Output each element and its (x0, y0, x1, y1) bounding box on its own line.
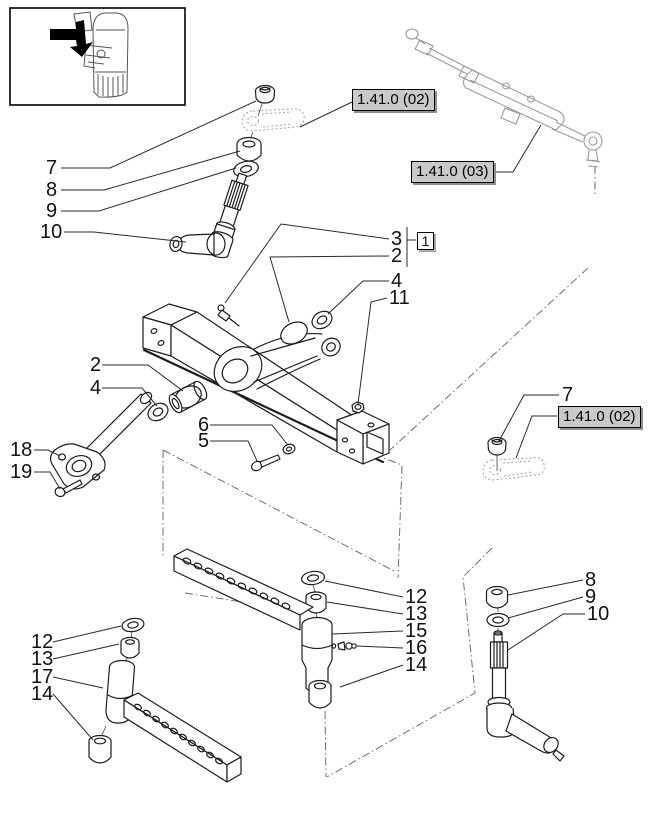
callout-17: 17 (31, 666, 54, 688)
callout-13-left: 13 (31, 648, 54, 670)
bushing-14-right-drawing (308, 679, 332, 709)
callout-8-bottom: 8 (585, 569, 597, 591)
callout-9-top: 9 (46, 200, 58, 222)
bushing-8-drawing (236, 136, 262, 162)
callout-15: 15 (405, 620, 428, 642)
axle-housing-drawing (142, 303, 390, 465)
pivot-pin-18-drawing (49, 391, 153, 490)
bushing-13-left-drawing (120, 636, 140, 659)
bushing-13-right-drawing (305, 591, 327, 614)
tie-rod-arm-ghost-right (482, 457, 545, 481)
arm-15-drawing (173, 548, 337, 695)
callout-13-right: 13 (405, 603, 428, 625)
construction-lines (162, 166, 596, 778)
callout-6: 6 (198, 414, 210, 436)
cap-nut-7-drawing (254, 84, 276, 104)
callout-18: 18 (10, 439, 33, 461)
callout-11: 11 (389, 287, 410, 309)
callout-3: 3 (391, 228, 403, 250)
item1-bracket (406, 227, 416, 267)
callout-19: 19 (10, 461, 33, 483)
thumbnail-drawing (9, 7, 186, 106)
tractor-front-sketch (73, 11, 129, 98)
item-box-1: 1 (417, 232, 434, 250)
callout-7-right: 7 (562, 384, 574, 406)
callout-2-center: 2 (391, 245, 403, 267)
extension-arm-right-drawing (173, 548, 357, 709)
ref-link-1410-03[interactable]: 1.41.0 (03) (411, 161, 494, 183)
washer-12-left-drawing (121, 617, 145, 633)
tie-rod-arm-ghost-top (241, 108, 305, 132)
callout-8-top: 8 (46, 179, 58, 201)
bushing-2-washer-4-upper-drawing (280, 310, 333, 345)
callout-5: 5 (198, 430, 210, 452)
callout-2-left: 2 (90, 354, 102, 376)
callout-10-top: 10 (40, 221, 63, 243)
grease-fitting-16-drawing (337, 641, 357, 651)
extension-arm-left-drawing (88, 617, 242, 783)
locator-arrow (50, 20, 93, 57)
callout-10-bottom: 10 (587, 603, 610, 625)
spindle-10-drawing (169, 172, 249, 259)
ref-link-1410-02-right[interactable]: 1.41.0 (02) (558, 406, 641, 428)
callout-4-left: 4 (90, 377, 102, 399)
pivot-pin-group-drawing (49, 380, 208, 498)
right-nut-group-drawing (482, 436, 545, 481)
bushing-8-bottom-drawing (485, 585, 509, 609)
callout-14-right: 14 (405, 654, 428, 676)
washer-9-bottom-drawing (486, 612, 510, 628)
nut-11-drawing (351, 401, 365, 414)
spindle-10-bottom-drawing (485, 630, 565, 762)
arm-17-drawing (105, 659, 242, 783)
callout-16: 16 (405, 637, 428, 659)
bolt-19-drawing (54, 479, 83, 498)
spindle-bottom-right-drawing (485, 585, 565, 762)
ghost-steering-cylinder-drawing (405, 28, 603, 168)
callout-12-right: 12 (405, 586, 428, 608)
bushing-14-left-drawing (88, 734, 112, 764)
leader-lines (34, 100, 585, 741)
washer-12-right-drawing (300, 570, 326, 586)
grease-fitting-3-drawing (217, 304, 240, 327)
callout-4-center: 4 (391, 270, 403, 292)
bolt-washer-group-drawing (250, 443, 296, 472)
callout-14-left: 14 (31, 683, 54, 705)
ref-link-1410-02-top[interactable]: 1.41.0 (02) (352, 89, 435, 111)
callout-12-left: 12 (31, 631, 54, 653)
cap-nut-7-right-drawing (487, 436, 507, 456)
callout-9-bottom: 9 (585, 586, 597, 608)
spindle-top-left-drawing (169, 84, 305, 259)
callout-7-top: 7 (46, 157, 58, 179)
